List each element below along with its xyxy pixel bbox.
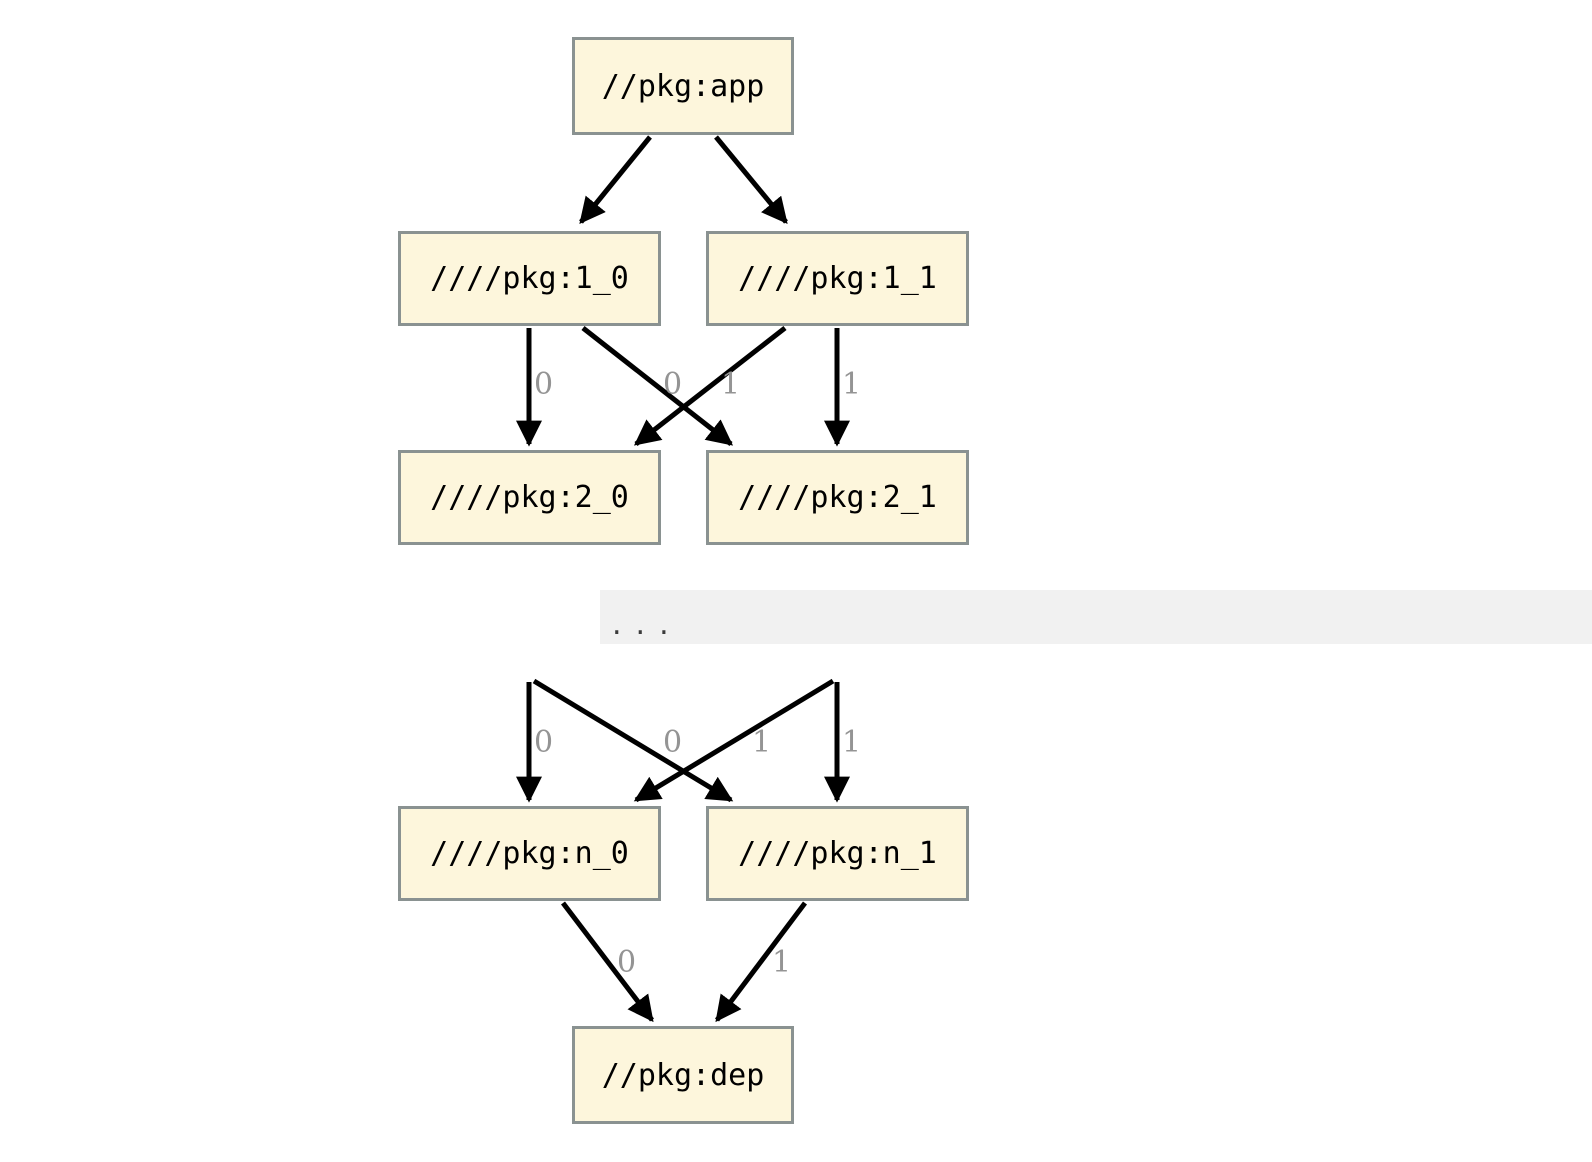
edge-label-n_0-dep: 0 <box>617 945 636 980</box>
edge-label-lower-0b: 0 <box>663 725 682 760</box>
edge-truncated-to-n_1-diagonal <box>532 678 734 803</box>
node-pkg-app[interactable]: //pkg:app <box>572 37 794 135</box>
edge-label-1_1-2_1: 1 <box>842 367 861 402</box>
edge-label-lower-1a: 1 <box>752 725 771 760</box>
edge-label-lower-0a: 0 <box>534 725 553 760</box>
node-label: ////pkg:2_1 <box>738 480 937 515</box>
node-pkg-2_0[interactable]: ////pkg:2_0 <box>398 450 661 545</box>
ellipsis-separator: ... <box>600 590 1592 644</box>
edge-n_1-to-dep <box>715 901 807 1023</box>
node-label: ////pkg:1_0 <box>430 261 629 296</box>
node-label: //pkg:dep <box>601 1057 765 1093</box>
node-pkg-dep[interactable]: //pkg:dep <box>572 1026 794 1124</box>
edge-label-lower-1b: 1 <box>842 725 861 760</box>
node-label: ////pkg:1_1 <box>738 261 937 296</box>
edge-1_1-to-2_0 <box>633 326 787 446</box>
node-label: ////pkg:n_1 <box>738 836 937 871</box>
edge-1_0-to-2_1 <box>581 326 734 446</box>
edge-label-n_1-dep: 1 <box>772 945 791 980</box>
node-pkg-1_0[interactable]: ////pkg:1_0 <box>398 231 661 326</box>
edge-label-1_1-2_0: 1 <box>721 367 740 402</box>
edge-truncated-to-n_0-diagonal <box>633 678 835 803</box>
node-pkg-n_1[interactable]: ////pkg:n_1 <box>706 806 969 901</box>
edge-n_0-to-dep <box>561 901 654 1023</box>
node-pkg-n_0[interactable]: ////pkg:n_0 <box>398 806 661 901</box>
ellipsis-dots: ... <box>612 607 683 642</box>
edge-label-1_0-2_1: 0 <box>663 367 682 402</box>
node-pkg-1_1[interactable]: ////pkg:1_1 <box>706 231 969 326</box>
edge-app-to-1_1 <box>714 135 788 225</box>
node-label: ////pkg:n_0 <box>430 836 629 871</box>
edge-app-to-1_0 <box>579 135 652 225</box>
node-label: ////pkg:2_0 <box>430 480 629 515</box>
node-label: //pkg:app <box>601 68 765 104</box>
edge-label-1_0-2_0: 0 <box>534 367 553 402</box>
node-pkg-2_1[interactable]: ////pkg:2_1 <box>706 450 969 545</box>
